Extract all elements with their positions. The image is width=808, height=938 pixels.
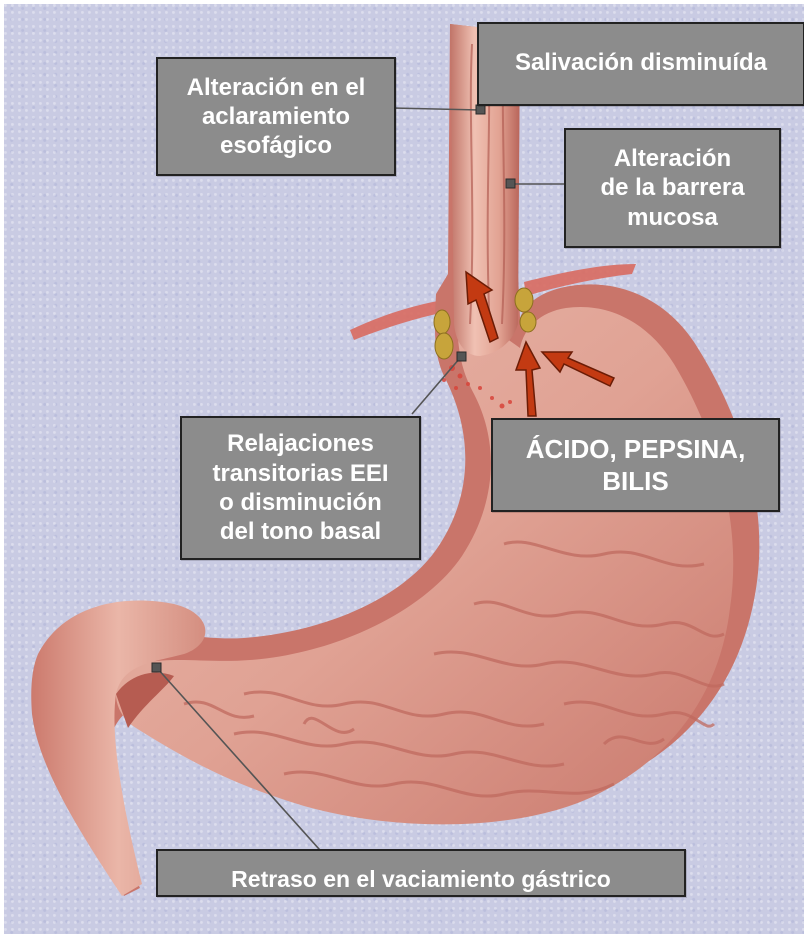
diagram-frame: Salivación disminuída Alteración en el a… [4, 4, 808, 934]
label-esophageal-clearance-text: Alteración en el aclaramiento esofágico [187, 73, 366, 161]
label-salivation: Salivación disminuída [477, 22, 805, 106]
label-salivation-text: Salivación disminuída [515, 48, 767, 77]
label-les-relaxations: Relajaciones transitorias EEI o disminuc… [180, 416, 421, 560]
label-gastric-emptying-text: Retraso en el vaciamiento gástrico [231, 865, 611, 893]
label-les-relaxations-text: Relajaciones transitorias EEI o disminuc… [212, 429, 388, 546]
label-gastric-emptying: Retraso en el vaciamiento gástrico [156, 849, 686, 897]
label-mucosal-barrier-text: Alteración de la barrera mucosa [600, 144, 744, 232]
label-acid-text: ÁCIDO, PEPSINA, BILIS [526, 434, 746, 497]
label-acid: ÁCIDO, PEPSINA, BILIS [491, 418, 780, 512]
label-esophageal-clearance: Alteración en el aclaramiento esofágico [156, 57, 396, 176]
label-mucosal-barrier: Alteración de la barrera mucosa [564, 128, 781, 248]
diaphragm-left [350, 300, 446, 340]
